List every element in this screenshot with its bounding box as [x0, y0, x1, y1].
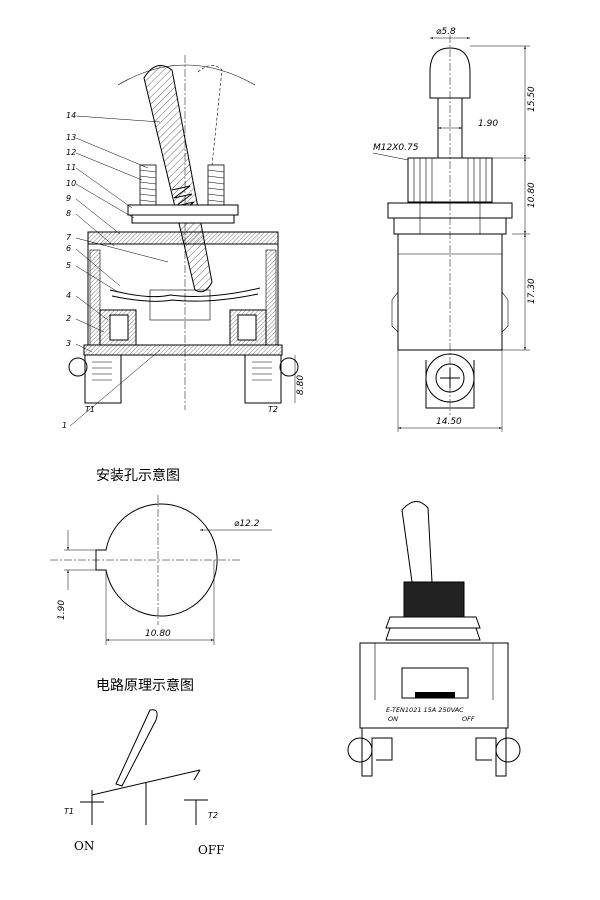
- part-label-4: 4: [66, 291, 71, 300]
- side-dim-bushing: 10.80: [527, 182, 537, 208]
- part-number-labels: 14 13 12 11 10 9 8 7 6 5 4 2 3: [62, 111, 169, 430]
- part-label-1: 1: [62, 421, 67, 430]
- mount-dim-flat: 10.80: [145, 629, 171, 639]
- side-view: ⌀5.8 1.90 M12X0.75 15.50 10.80 17.30 14.…: [372, 27, 537, 432]
- part-label-7: 7: [66, 233, 72, 242]
- part-label-5: 5: [66, 261, 71, 270]
- mount-hole-diagram: 安装孔示意图 1.90 10.80 ⌀12.2: [50, 467, 272, 645]
- side-dim-width: 14.50: [436, 417, 462, 427]
- mount-hole-title: 安装孔示意图: [96, 467, 180, 484]
- front-section-view: T1 T2 8.80 14 13 12 11 10 9 8 7 6 5: [62, 55, 306, 430]
- circuit-t2-label: T2: [208, 811, 218, 820]
- part-label-2: 2: [66, 314, 71, 323]
- part-label-11: 11: [66, 163, 76, 172]
- circuit-t1-label: T1: [64, 807, 74, 816]
- part-label-14: 14: [66, 111, 76, 120]
- part-label-9: 9: [66, 194, 71, 203]
- side-dim-lever-dia: ⌀5.8: [436, 27, 456, 37]
- circuit-title: 电路原理示意图: [96, 677, 194, 694]
- front-dim-height: 8.80: [296, 375, 306, 395]
- mount-dim-dia: ⌀12.2: [234, 519, 260, 529]
- front-terminal-t1-label: T1: [85, 405, 95, 414]
- product-label-rating: E-TEN1021 15A 250VAC: [386, 706, 464, 714]
- part-label-3: 3: [66, 339, 71, 348]
- side-dim-body: 17.30: [527, 278, 537, 304]
- mount-dim-key: 1.90: [57, 600, 67, 620]
- side-dim-thread: M12X0.75: [373, 143, 419, 153]
- part-label-13: 13: [66, 133, 76, 142]
- front-terminal-t2-label: T2: [268, 405, 278, 414]
- product-3d-view: E-TEN1021 15A 250VAC ON OFF: [347, 501, 521, 777]
- side-dim-lever-width: 1.90: [478, 119, 498, 129]
- part-label-8: 8: [66, 209, 71, 218]
- circuit-diagram: 电路原理示意图 T1 T2 ON OFF: [64, 677, 225, 857]
- circuit-on-label: ON: [74, 839, 94, 853]
- part-label-6: 6: [66, 244, 71, 253]
- side-dim-lever-len: 15.50: [527, 86, 537, 112]
- circuit-off-label: OFF: [198, 843, 225, 857]
- part-label-10: 10: [66, 179, 76, 188]
- product-label-on: ON: [388, 715, 398, 723]
- part-label-12: 12: [66, 148, 76, 157]
- product-label-off: OFF: [462, 715, 475, 723]
